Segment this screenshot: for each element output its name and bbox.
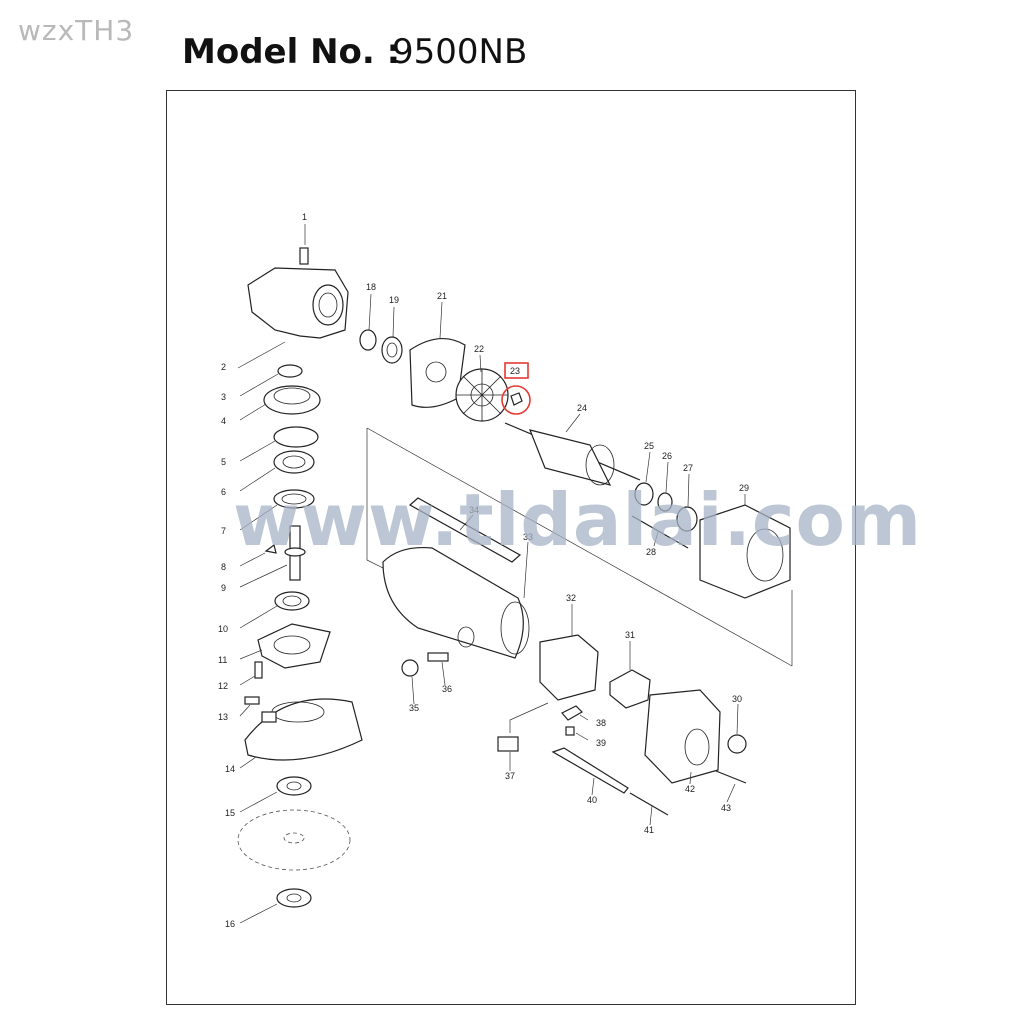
label-39: 39 bbox=[596, 738, 606, 748]
part-3-washer bbox=[239, 364, 303, 397]
part-36-screw bbox=[427, 652, 449, 686]
label-38: 38 bbox=[596, 718, 606, 728]
label-37: 37 bbox=[505, 771, 515, 781]
part-16-lock-nut bbox=[239, 888, 312, 924]
part-31-switch bbox=[609, 641, 651, 709]
part-9-spindle bbox=[239, 525, 306, 588]
part-18-pinion bbox=[359, 293, 377, 351]
label-2: 2 bbox=[221, 362, 226, 372]
label-7: 7 bbox=[221, 526, 226, 536]
label-19: 19 bbox=[389, 295, 399, 305]
corner-watermark: wzxTH3 bbox=[18, 14, 135, 47]
part-40-cord-guard bbox=[551, 747, 629, 796]
part-29-field bbox=[699, 494, 791, 599]
label-13: 13 bbox=[218, 712, 228, 722]
part-37-terminal bbox=[497, 702, 549, 771]
label-11: 11 bbox=[218, 655, 227, 665]
label-6: 6 bbox=[221, 487, 226, 497]
part-6-bearing bbox=[239, 450, 315, 492]
label-21: 21 bbox=[437, 291, 447, 301]
wheel-dashed bbox=[237, 809, 351, 871]
part-2-gear-housing bbox=[237, 267, 349, 369]
label-28: 28 bbox=[646, 547, 656, 557]
part-1-screw bbox=[299, 224, 309, 265]
label-18: 18 bbox=[366, 282, 376, 292]
label-30: 30 bbox=[732, 694, 742, 704]
part-13-screw bbox=[239, 696, 260, 717]
part-4-bevel-gear bbox=[239, 385, 321, 421]
label-35: 35 bbox=[409, 703, 419, 713]
label-34: 34 bbox=[469, 505, 479, 515]
label-1: 1 bbox=[302, 212, 307, 222]
label-24: 24 bbox=[577, 403, 587, 413]
part-25-bearing bbox=[634, 451, 654, 506]
part-7-washer bbox=[239, 489, 315, 531]
part-23-insulation-washer-highlighted bbox=[501, 362, 531, 415]
label-3: 3 bbox=[221, 392, 226, 402]
part-42-rear-cover bbox=[644, 689, 721, 785]
label-31: 31 bbox=[625, 630, 635, 640]
part-11-bearing-box bbox=[239, 623, 331, 669]
label-27: 27 bbox=[683, 463, 693, 473]
label-25: 25 bbox=[644, 441, 654, 451]
housing-outline bbox=[366, 427, 793, 667]
label-10: 10 bbox=[218, 624, 228, 634]
label-42: 42 bbox=[685, 784, 695, 794]
label-32: 32 bbox=[566, 593, 576, 603]
part-27-ring bbox=[676, 473, 698, 532]
label-4: 4 bbox=[221, 416, 226, 426]
site-watermark: www.tldalai.com bbox=[233, 478, 922, 562]
part-43-screw bbox=[715, 770, 747, 803]
label-41: 41 bbox=[644, 825, 654, 835]
label-14: 14 bbox=[225, 764, 235, 774]
model-number-value: 9500NB bbox=[392, 32, 528, 72]
label-15: 15 bbox=[225, 808, 235, 818]
label-43: 43 bbox=[721, 803, 731, 813]
label-26: 26 bbox=[662, 451, 672, 461]
part-14-wheel-guard bbox=[239, 698, 363, 769]
label-33: 33 bbox=[523, 532, 533, 542]
part-38-clamp bbox=[561, 705, 589, 721]
part-34-plate bbox=[408, 497, 522, 563]
part-39-screw bbox=[565, 726, 589, 741]
part-15-inner-flange bbox=[239, 776, 312, 813]
part-41-cord bbox=[629, 792, 669, 826]
part-26-washer bbox=[657, 461, 673, 512]
part-10-washer bbox=[239, 591, 310, 629]
label-8: 8 bbox=[221, 562, 226, 572]
part-number-labels: 1 2 3 4 5 6 7 8 9 10 11 12 13 14 15 16 1… bbox=[218, 212, 749, 929]
label-36: 36 bbox=[442, 684, 452, 694]
part-28-bolt bbox=[631, 515, 689, 549]
diagram-frame bbox=[166, 90, 856, 1005]
label-23: 23 bbox=[510, 366, 520, 376]
part-35-screw bbox=[401, 659, 419, 705]
label-9: 9 bbox=[221, 583, 226, 593]
label-22: 22 bbox=[474, 344, 484, 354]
part-33-motor-housing bbox=[382, 541, 530, 659]
part-5-ring bbox=[239, 426, 319, 462]
label-40: 40 bbox=[587, 795, 597, 805]
part-12-screw bbox=[239, 661, 263, 686]
model-number-label: Model No. : bbox=[182, 32, 401, 72]
part-32-switch-box bbox=[539, 604, 599, 701]
part-8-key bbox=[239, 543, 277, 567]
part-22-fan bbox=[455, 354, 509, 422]
part-30-nut bbox=[727, 703, 747, 754]
label-5: 5 bbox=[221, 457, 226, 467]
label-12: 12 bbox=[218, 681, 228, 691]
part-19-bearing bbox=[381, 306, 403, 364]
label-29: 29 bbox=[739, 483, 749, 493]
part-24-armature bbox=[504, 413, 641, 486]
label-16: 16 bbox=[225, 919, 235, 929]
